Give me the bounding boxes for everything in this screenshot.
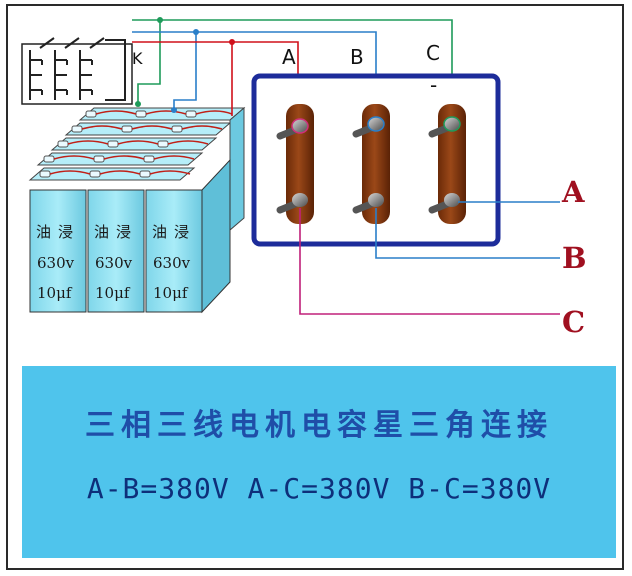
capacitor-1-logo: 浸 — [58, 223, 73, 241]
motor-terminal-box: A B C - — [251, 41, 501, 247]
capacitor-3: 油 浸 630v 10μf — [145, 189, 203, 313]
capacitor-1: 油 浸 630v 10μf — [29, 189, 87, 313]
capacitor-2-voltage: 630v — [95, 254, 133, 272]
line-label-b: B — [562, 241, 587, 275]
capacitor-2-capacitance: 10μf — [95, 284, 131, 302]
capacitor-3-capacitance: 10μf — [153, 284, 189, 302]
capacitor-1-capacitance: 10μf — [37, 284, 73, 302]
capacitor-3-oil-label: 油 — [152, 223, 167, 241]
terminal-label-c: C — [426, 41, 440, 65]
bolt-c-bottom — [428, 193, 460, 214]
bolt-a-bottom — [276, 193, 308, 214]
switch-box — [21, 43, 133, 105]
switch-label: K — [132, 49, 143, 68]
wire-out-c — [299, 208, 560, 315]
switch-k: K — [21, 37, 143, 105]
capacitor-bank: 油 浸 630v 10μf 油 浸 630v 10μf 油 浸 630v 10μ… — [28, 106, 246, 314]
terminal-bar-b — [362, 104, 390, 224]
bolt-b-bottom — [352, 193, 384, 214]
caption-title: 三相三线电机电容星三角连接 — [85, 408, 553, 443]
bolt-b-top — [352, 116, 385, 138]
terminal-label-b: B — [350, 45, 364, 69]
bolt-a-top — [276, 118, 309, 140]
capacitor-2: 油 浸 630v 10μf — [87, 189, 145, 313]
wire-out-b — [375, 208, 560, 259]
capacitor-1-oil-label: 油 — [36, 223, 51, 241]
caption-panel: 三相三线电机电容星三角连接 A-B=380V A-C=380V B-C=380V — [22, 366, 616, 558]
capacitor-3-voltage: 630v — [153, 254, 191, 272]
minus-sign: - — [430, 73, 437, 97]
line-label-a: A — [561, 175, 585, 209]
bolt-c-top — [428, 116, 461, 138]
capacitor-1-voltage: 630v — [37, 254, 75, 272]
line-label-c: C — [562, 305, 585, 339]
terminal-label-a: A — [282, 45, 296, 69]
output-wires — [299, 201, 560, 315]
capacitor-2-oil-label: 油 — [94, 223, 109, 241]
capacitor-3-logo: 浸 — [174, 223, 189, 241]
capacitor-2-logo: 浸 — [116, 223, 131, 241]
terminal-bar-c — [438, 104, 466, 224]
voltage-formula: A-B=380V A-C=380V B-C=380V — [86, 472, 552, 505]
